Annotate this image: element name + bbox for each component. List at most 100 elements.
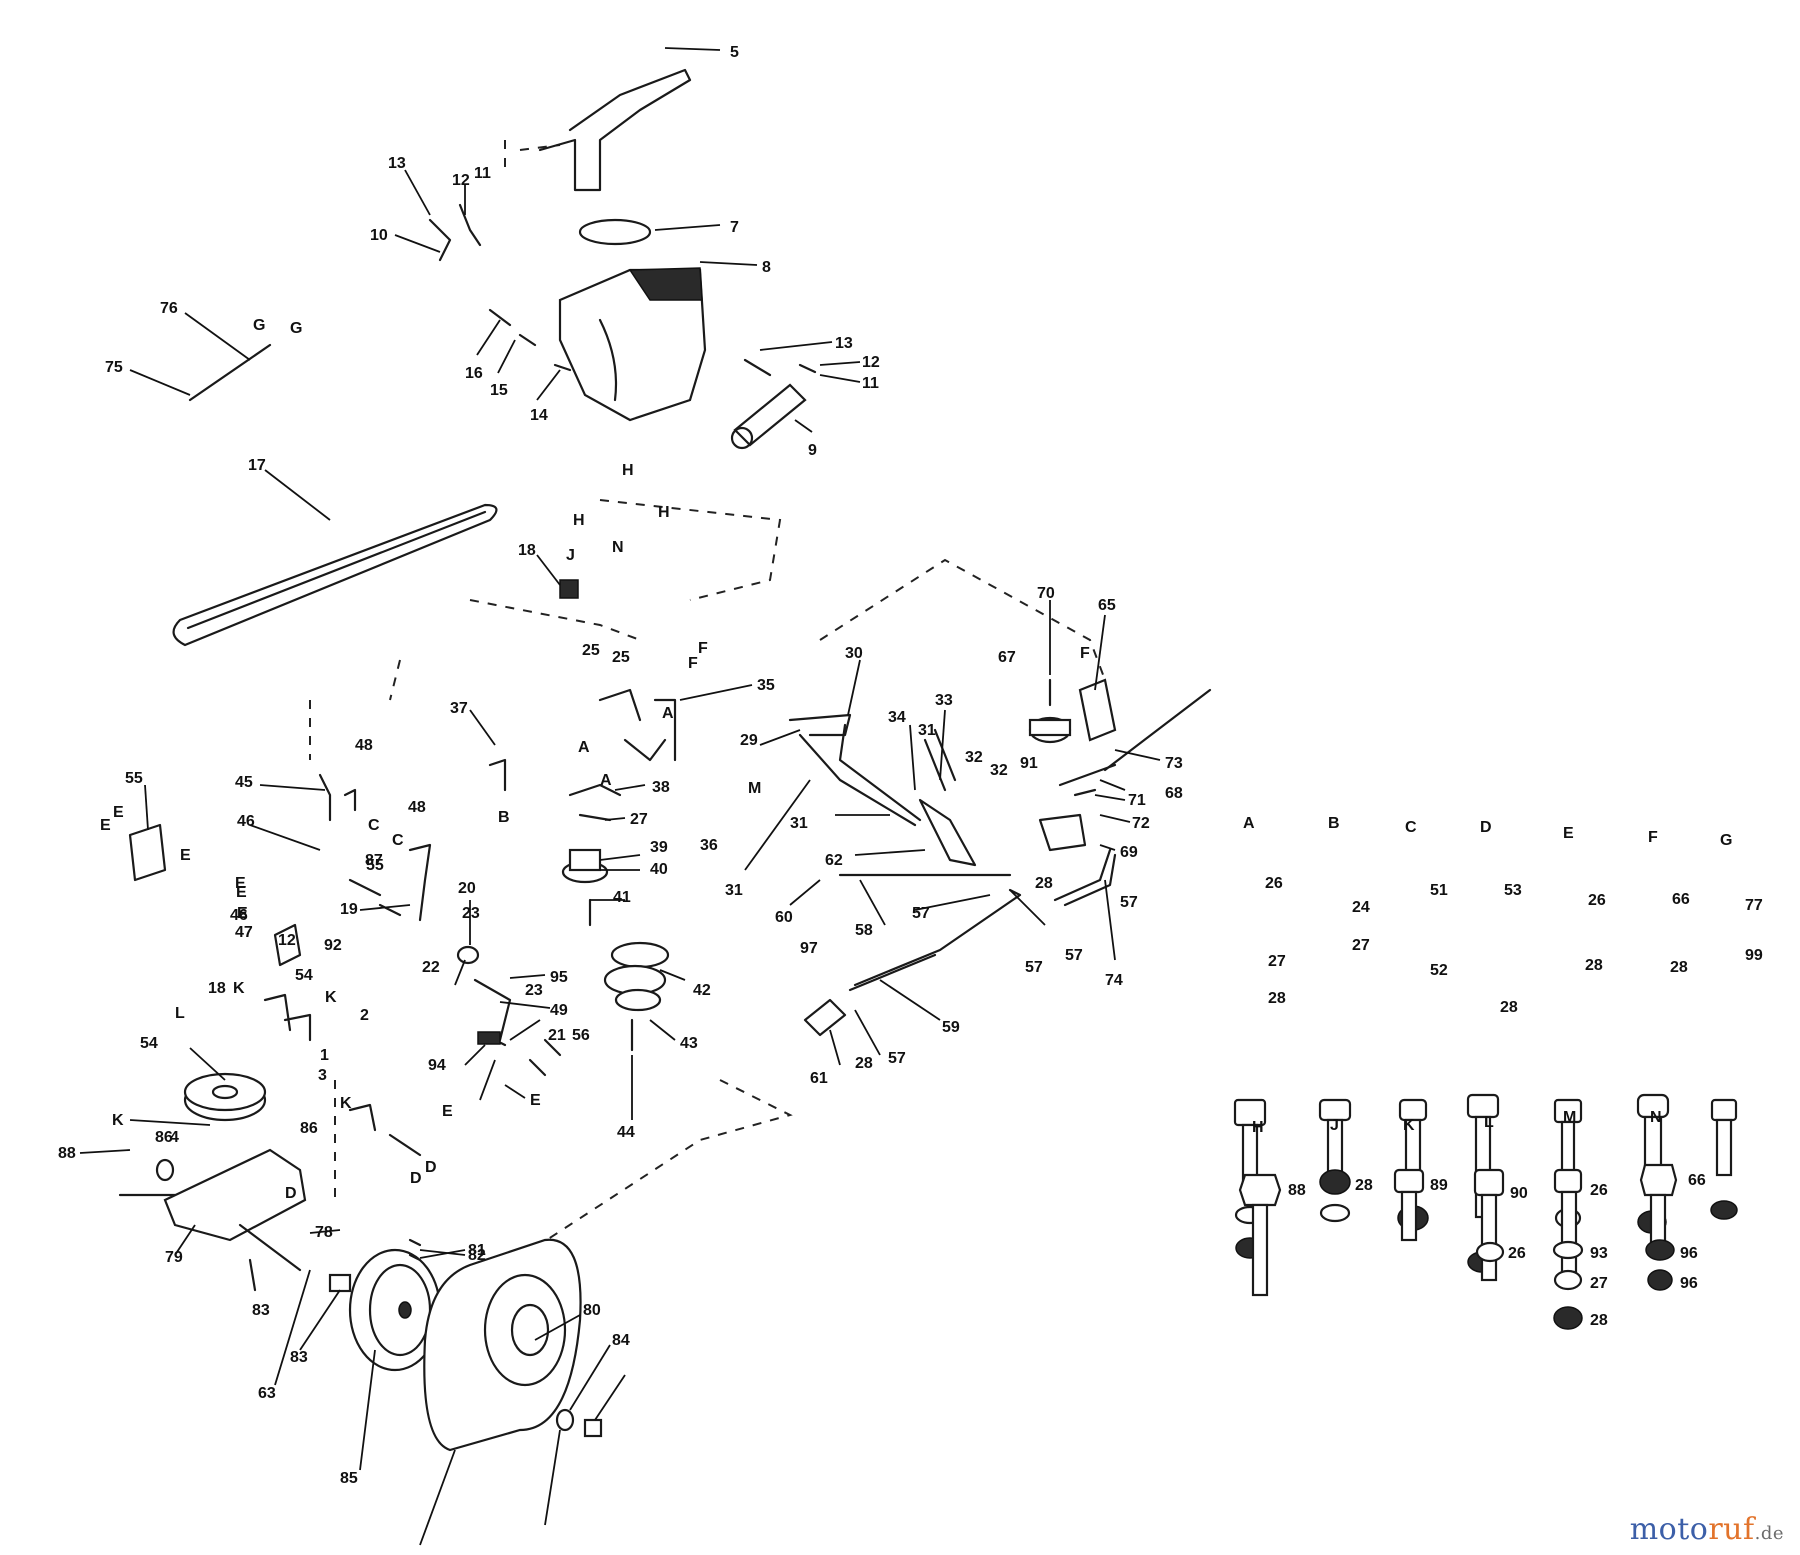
- part-callout: 54: [140, 1035, 158, 1052]
- hardware-letter: M: [1563, 1109, 1576, 1126]
- part-callout: H: [658, 504, 670, 521]
- part-callout: 43: [680, 1035, 698, 1052]
- hardware-letter: J: [1330, 1117, 1339, 1134]
- part-callout: L: [175, 1005, 185, 1022]
- part-callout: 23: [462, 905, 480, 922]
- part-callout: A: [662, 705, 674, 722]
- part-callout: F: [688, 655, 698, 672]
- part-callout: 2: [360, 1007, 369, 1024]
- part-callout: 41: [613, 889, 631, 906]
- part-callout: 32: [965, 749, 983, 766]
- part-callout: G: [290, 320, 302, 337]
- part-drawings: [79, 47, 1738, 1546]
- part-callout: 37: [450, 700, 468, 717]
- part-callout: 83: [252, 1302, 270, 1319]
- part-callout: 47: [235, 924, 253, 941]
- watermark-suffix: .de: [1754, 1523, 1784, 1544]
- watermark-logo: motoruf.de: [1630, 1512, 1784, 1547]
- part-callout: 71: [1128, 792, 1146, 809]
- hardware-letter: B: [1328, 815, 1340, 832]
- hardware-letter: H: [1252, 1119, 1264, 1136]
- part-callout: 33: [935, 692, 953, 709]
- part-callout: 63: [258, 1385, 276, 1402]
- part-callout: 38: [652, 779, 670, 796]
- hardware-item: 28: [1355, 1177, 1373, 1194]
- part-callout: 11: [474, 165, 491, 182]
- part-callout: K: [325, 989, 337, 1006]
- part-callout: 88: [58, 1145, 76, 1162]
- part-callout: D: [410, 1170, 422, 1187]
- part-callout: 60: [775, 909, 793, 926]
- part-callout: 31: [790, 815, 808, 832]
- part-callout: 25: [582, 642, 600, 659]
- hardware-item: 26: [1265, 875, 1283, 892]
- hardware-letter: E: [1563, 825, 1574, 842]
- part-callout: 54: [295, 967, 313, 984]
- part-callout: 31: [725, 882, 743, 899]
- hardware-item: 88: [1288, 1182, 1306, 1199]
- part-callout: 18: [208, 980, 226, 997]
- part-callout: 30: [845, 645, 863, 662]
- part-callout: 85: [340, 1470, 358, 1487]
- part-callout: 12: [278, 932, 296, 949]
- part-callout: 55: [366, 857, 384, 874]
- part-callout: D: [425, 1159, 437, 1176]
- hardware-item: 53: [1504, 882, 1522, 899]
- part-callout: E: [235, 875, 246, 892]
- part-callout: F: [1080, 645, 1090, 662]
- part-callout: 12: [862, 354, 880, 371]
- part-callout: 73: [1165, 755, 1183, 772]
- part-callout: 94: [428, 1057, 446, 1074]
- part-callout: 21: [548, 1027, 566, 1044]
- part-callout: 14: [530, 407, 548, 424]
- part-callout: 23: [525, 982, 543, 999]
- part-callout: 76: [160, 300, 178, 317]
- hardware-item: 26: [1590, 1182, 1608, 1199]
- part-callout: C: [392, 832, 404, 849]
- part-callout: 7: [730, 219, 739, 236]
- part-callout: 68: [1165, 785, 1183, 802]
- part-callout: 16: [465, 365, 483, 382]
- part-callout: 9: [808, 442, 817, 459]
- part-callout: 22: [422, 959, 440, 976]
- hardware-item: 28: [1590, 1312, 1608, 1329]
- watermark-brand-a: moto: [1629, 1512, 1709, 1547]
- hardware-item: 89: [1430, 1177, 1448, 1194]
- watermark-brand-b: ruf: [1708, 1512, 1755, 1547]
- part-callout: 79: [165, 1249, 183, 1266]
- part-callout: 69: [1120, 844, 1138, 861]
- part-callout: K: [112, 1112, 124, 1129]
- part-callout: 3: [318, 1067, 327, 1084]
- part-callout: 29: [740, 732, 758, 749]
- part-callout: 17: [248, 457, 266, 474]
- part-callout: 83: [290, 1349, 308, 1366]
- part-callout: 48: [408, 799, 426, 816]
- part-callout: 42: [693, 982, 711, 999]
- part-callout: 58: [855, 922, 873, 939]
- leader-lines: [79, 47, 1161, 1546]
- part-callout: A: [600, 772, 612, 789]
- part-callout: 57: [1120, 894, 1138, 911]
- part-callout: E: [113, 804, 124, 821]
- part-callout: 81: [468, 1242, 486, 1259]
- part-callout: 18: [518, 542, 536, 559]
- part-callout: 74: [1105, 972, 1123, 989]
- hardware-item: 96: [1680, 1275, 1698, 1292]
- part-callouts: 5 7 8 13 12 11 10 76 G G 75 16 15 14 13 …: [58, 44, 1183, 1487]
- part-callout: 36: [700, 837, 718, 854]
- part-callout: 97: [800, 940, 818, 957]
- part-callout: 70: [1037, 585, 1055, 602]
- hardware-letter: G: [1720, 832, 1732, 849]
- part-callout: 13: [388, 155, 406, 172]
- hardware-item: 27: [1268, 953, 1286, 970]
- part-callout: 56: [572, 1027, 590, 1044]
- part-callout: M: [748, 780, 761, 797]
- part-callout: K: [233, 980, 245, 997]
- part-callout: 57: [1065, 947, 1083, 964]
- hardware-item: 26: [1508, 1245, 1526, 1262]
- part-callout: 80: [583, 1302, 601, 1319]
- hardware-letter: D: [1480, 819, 1492, 836]
- part-callout: 78: [315, 1224, 333, 1241]
- part-callout: 46: [230, 907, 248, 924]
- part-callout: 46: [237, 813, 255, 830]
